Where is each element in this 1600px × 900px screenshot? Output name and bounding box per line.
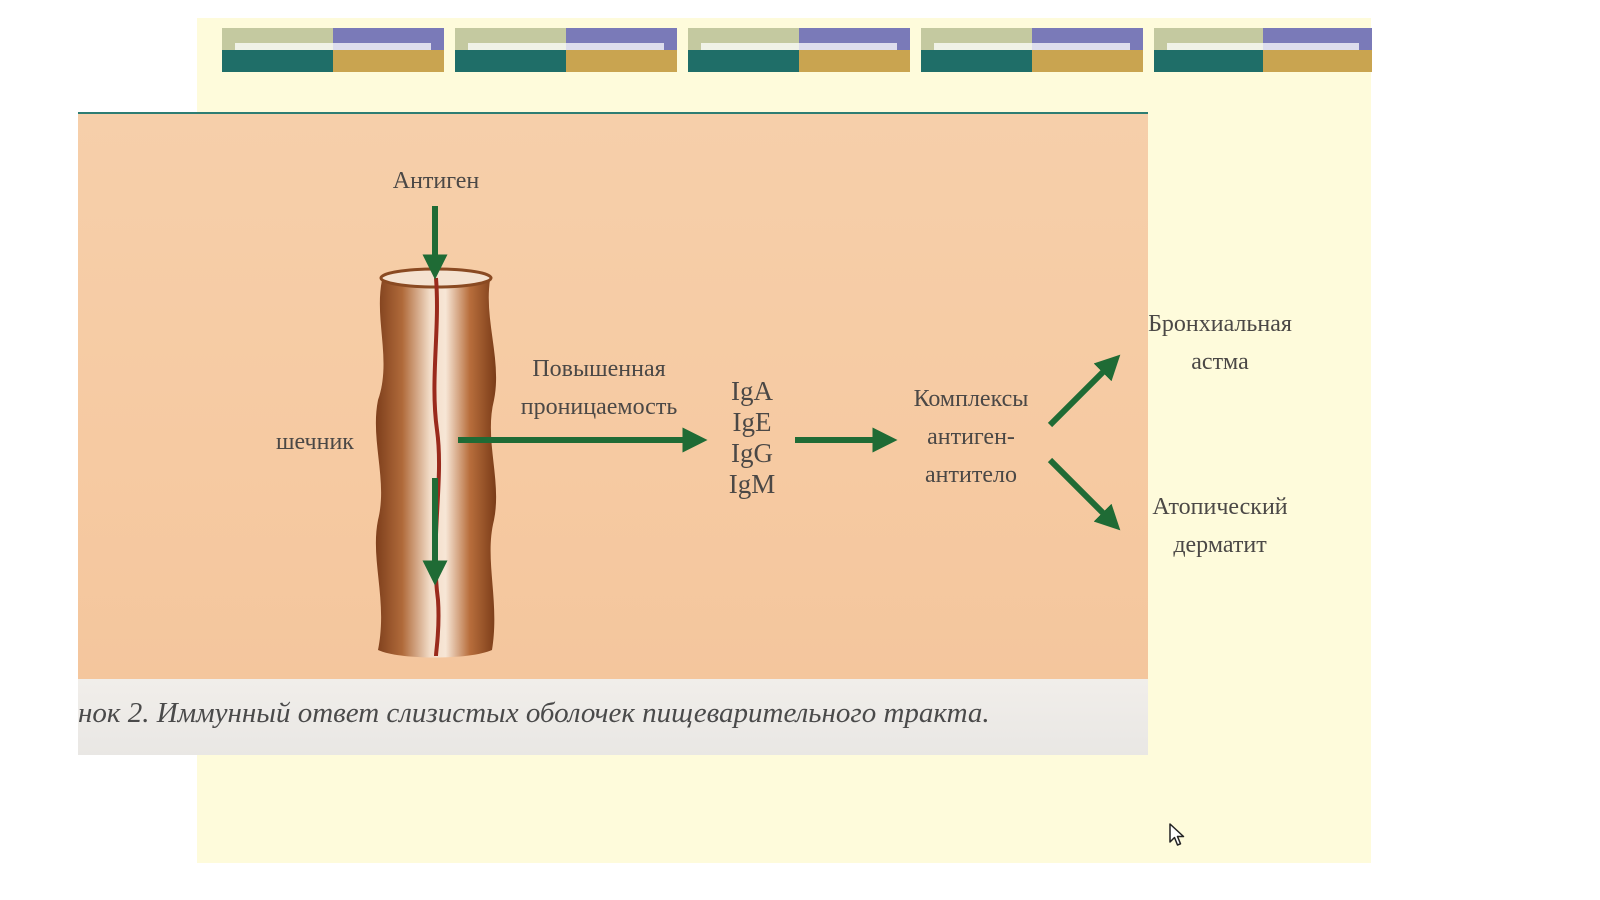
asthma-label: Бронхиальная астма bbox=[1148, 311, 1292, 375]
dermatitis-arrow bbox=[1047, 457, 1121, 531]
header-decoration-block bbox=[688, 28, 910, 72]
header-decoration-block bbox=[1154, 28, 1372, 72]
intestine-lumen-line bbox=[432, 277, 442, 657]
immunoglobulin-list: IgA IgE IgG IgM bbox=[712, 376, 792, 500]
diagram-figure bbox=[78, 112, 1148, 681]
asthma-arrow bbox=[1047, 354, 1121, 428]
header-decoration-block bbox=[222, 28, 444, 72]
antigen-label: Антиген bbox=[392, 168, 480, 194]
intestine-label: шечник bbox=[276, 429, 354, 455]
complexes-label: Комплексы антиген- антитело bbox=[913, 386, 1029, 488]
ig-item: IgE bbox=[732, 407, 772, 437]
header-decoration-block bbox=[455, 28, 677, 72]
ig-item: IgA bbox=[731, 376, 773, 406]
header-decoration-block bbox=[921, 28, 1143, 72]
caption-band: нок 2. Иммунный ответ слизистых оболочек… bbox=[78, 679, 1148, 755]
permeability-label: Повышенная проницаемость bbox=[520, 356, 678, 420]
ig-item: IgG bbox=[731, 438, 773, 468]
intestine-tube bbox=[375, 267, 497, 658]
ig-item: IgM bbox=[728, 469, 776, 499]
figure-caption: нок 2. Иммунный ответ слизистых оболочек… bbox=[78, 697, 990, 729]
mouse-cursor-icon bbox=[1168, 822, 1186, 853]
dermatitis-label: Атопический дерматит bbox=[1152, 494, 1288, 558]
